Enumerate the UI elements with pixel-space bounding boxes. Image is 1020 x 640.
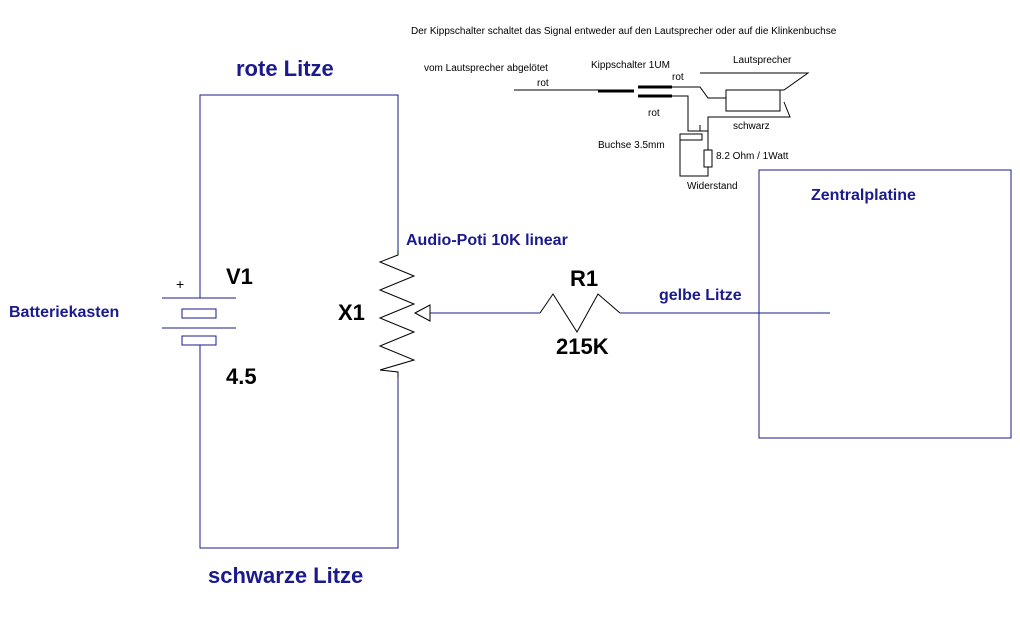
battery-symbol [162, 290, 236, 350]
inset-kippschalter-label: Kippschalter 1UM [591, 60, 670, 71]
v1-label: V1 [226, 264, 253, 289]
rote-litze-label: rote Litze [236, 56, 334, 81]
battery-plus-sign: + [176, 276, 185, 292]
audio-poti-label: Audio-Poti 10K linear [406, 232, 568, 249]
inset-rot-mid-label: rot [648, 108, 660, 119]
inset-caption: Der Kippschalter schaltet das Signal ent… [411, 26, 837, 37]
top-wire [199, 94, 399, 290]
inset-widerstand-value-label: 8.2 Ohm / 1Watt [716, 151, 789, 162]
inset-widerstand-label: Widerstand [687, 181, 738, 192]
switch-inset-diagram [514, 72, 810, 177]
inset-lautsprecher-label: Lautsprecher [733, 55, 792, 66]
inset-buchse-label: Buchse 3.5mm [598, 140, 665, 151]
inset-vom-lautsprecher-label: vom Lautsprecher abgelötet [424, 63, 548, 74]
gelbe-litze-label: gelbe Litze [659, 287, 742, 304]
zentralplatine-box [758, 169, 1012, 439]
batteriekasten-label: Batteriekasten [9, 304, 120, 321]
inset-rot-in-label: rot [537, 78, 549, 89]
inset-rot-top-label: rot [672, 72, 684, 83]
schwarze-litze-label: schwarze Litze [208, 563, 364, 588]
r1-value-label: 215K [556, 334, 609, 359]
voltage-label: 4.5 [226, 364, 257, 389]
r1-label: R1 [570, 266, 599, 291]
resistor-r1-symbol [539, 293, 621, 333]
bottom-wire [199, 350, 399, 549]
inset-schwarz-label: schwarz [733, 121, 770, 132]
potentiometer-symbol [378, 250, 431, 377]
zentralplatine-label: Zentralplatine [811, 187, 916, 204]
x1-label: X1 [338, 300, 365, 325]
